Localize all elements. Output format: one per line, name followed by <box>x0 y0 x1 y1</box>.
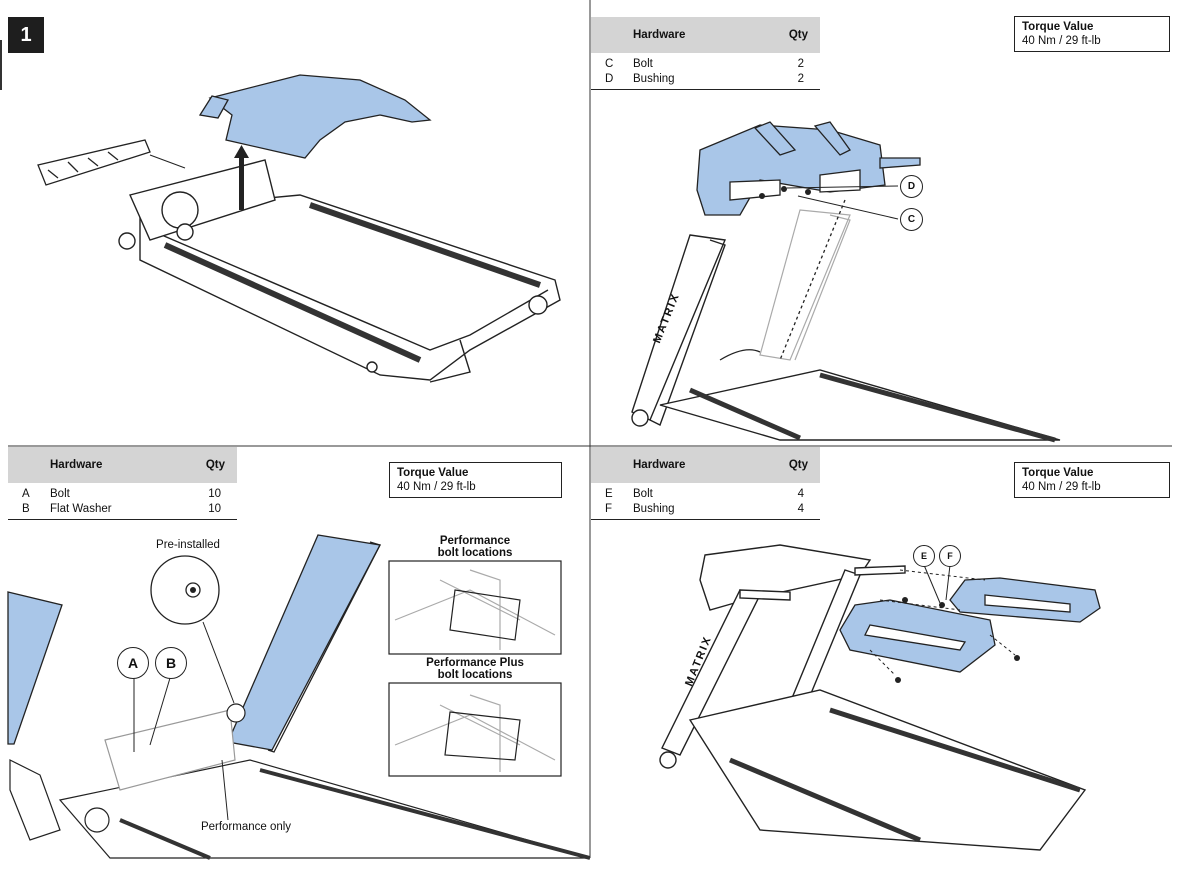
hardware-title: Hardware <box>633 29 686 41</box>
step1-treadmill <box>118 159 561 383</box>
step-2-hardware-table: Hardware Qty A Bolt 10 B Flat Washer 10 <box>8 447 237 520</box>
performance-detail-box <box>388 560 562 655</box>
callout-c: C <box>900 208 923 231</box>
qty-title: Qty <box>788 29 808 41</box>
step-3-torque-box: Torque Value 40 Nm / 29 ft-lb <box>1014 16 1170 52</box>
hardware-title: Hardware <box>50 459 103 471</box>
torque-value: 40 Nm / 29 ft-lb <box>397 481 476 493</box>
torque-title: Torque Value <box>1022 467 1094 479</box>
step1-motor-hood <box>198 74 432 159</box>
hardware-title: Hardware <box>633 459 686 471</box>
leader-d <box>786 185 899 189</box>
hardware-row: D Bushing 2 <box>605 72 804 85</box>
hardware-header: Hardware Qty <box>591 17 820 53</box>
torque-value: 40 Nm / 29 ft-lb <box>1022 35 1101 47</box>
step3-console <box>696 121 921 216</box>
hardware-row: A Bolt 10 <box>22 488 221 500</box>
pre-installed-label: Pre-installed <box>156 539 220 551</box>
step-2-torque-box: Torque Value 40 Nm / 29 ft-lb <box>389 462 562 498</box>
step-4-hardware-table: Hardware Qty E Bolt 4 F Bushing 4 <box>591 447 820 520</box>
torque-title: Torque Value <box>397 467 469 479</box>
qty-title: Qty <box>205 459 225 471</box>
hardware-row: E Bolt 4 <box>605 488 804 500</box>
hardware-row: F Bushing 4 <box>605 502 804 515</box>
callout-a: A <box>117 647 149 679</box>
torque-value: 40 Nm / 29 ft-lb <box>1022 481 1101 493</box>
hardware-header: Hardware Qty <box>591 447 820 483</box>
step2-base <box>9 709 591 860</box>
hardware-row: C Bolt 2 <box>605 58 804 70</box>
step2-detail-circle <box>150 555 220 625</box>
step-3-hardware-table: Hardware Qty C Bolt 2 D Bushing 2 <box>591 17 820 90</box>
leader-c <box>797 195 899 220</box>
torque-title: Torque Value <box>1022 21 1094 33</box>
hardware-header: Hardware Qty <box>8 447 237 483</box>
callout-d: D <box>900 175 923 198</box>
callout-b: B <box>155 647 187 679</box>
performance-plus-detail-box <box>388 682 562 777</box>
performance-plus-locations-label: Performance Plus bolt locations <box>426 657 524 681</box>
step-1-badge: 1 <box>8 17 44 53</box>
step4-frame <box>659 544 1087 851</box>
callout-e: E <box>913 545 935 567</box>
step2-upright <box>227 534 381 753</box>
step3-ghost-upright <box>759 209 851 361</box>
step3-frame <box>631 234 1061 443</box>
hardware-row: B Flat Washer 10 <box>22 502 221 515</box>
performance-locations-label: Performance bolt locations <box>437 535 513 559</box>
callout-f: F <box>939 545 961 567</box>
performance-only-label: Performance only <box>200 821 292 833</box>
step4-handlebar-right <box>949 577 1101 623</box>
step2-left-upright <box>7 591 63 745</box>
step1-side-cover <box>37 139 151 186</box>
step-4-torque-box: Torque Value 40 Nm / 29 ft-lb <box>1014 462 1170 498</box>
qty-title: Qty <box>788 459 808 471</box>
